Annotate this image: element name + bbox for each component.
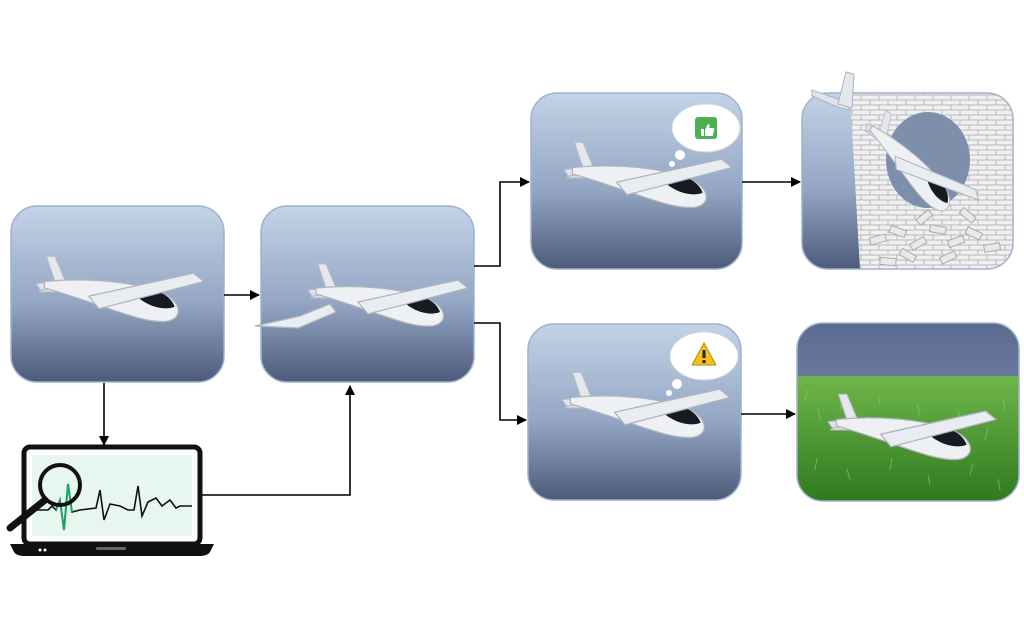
arrow-panel2-to-panel3 — [474, 177, 530, 267]
connectors — [99, 177, 801, 496]
thought-bubble — [669, 103, 741, 167]
arrow-monitor-to-panel2 — [202, 385, 355, 496]
broken-wing-icon — [254, 303, 337, 329]
brick-rubble — [868, 206, 1002, 267]
panel-safe-landing-on-grass — [796, 322, 1020, 502]
panel-damaged-plane — [254, 205, 475, 383]
laptop-monitor — [6, 444, 214, 556]
panel-intact-plane — [10, 205, 225, 383]
magnifier-icon — [6, 463, 82, 532]
arrow-panel2-to-panel4 — [474, 322, 527, 425]
panel-plane-feedback-ok — [530, 92, 743, 270]
thought-bubble — [666, 331, 739, 396]
panel-plane-feedback-warning — [527, 323, 742, 501]
panel-crash-into-wall — [801, 71, 1014, 270]
monitor-screen — [32, 455, 192, 536]
